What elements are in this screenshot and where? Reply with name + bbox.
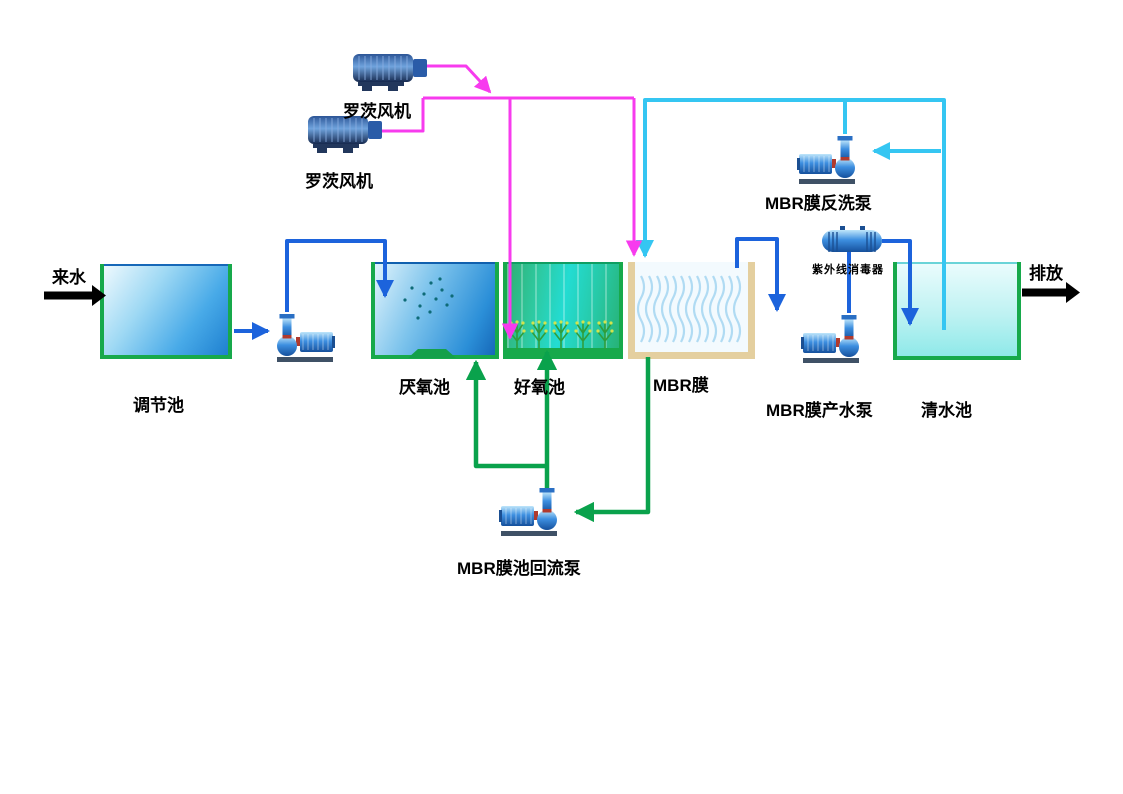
lift-pump xyxy=(277,314,335,362)
label-recirc-pump: MBR膜池回流泵 xyxy=(457,559,581,578)
mbr-membrane-module xyxy=(636,274,742,344)
pipes-recirculation xyxy=(465,349,651,523)
pipe-uv-to-clear-tank xyxy=(882,239,919,326)
label-discharge: 排放 xyxy=(1029,264,1063,283)
label-incoming: 来水 xyxy=(52,268,86,287)
label-roots-blower-2: 罗茨风机 xyxy=(305,172,373,191)
anaerobic-tank-water xyxy=(375,262,495,355)
aerobic-tank xyxy=(503,262,623,359)
pipe-blower2-to-header xyxy=(382,98,425,133)
label-aerobic-tank: 好氧池 xyxy=(514,378,565,397)
anaerobic-hopper xyxy=(408,349,456,358)
label-product-pump: MBR膜产水泵 xyxy=(766,401,873,420)
mbr-backwash-pump xyxy=(797,136,855,184)
pipe-recirc-to-anaerobic xyxy=(465,359,547,469)
discharge-arrow xyxy=(1022,282,1080,303)
pipe-clear-tank-to-mbr-backwash xyxy=(636,98,946,330)
pipes-air xyxy=(382,64,643,340)
label-anaerobic-tank: 厌氧池 xyxy=(399,378,450,397)
aerobic-tank-water xyxy=(507,262,619,355)
label-uv-disinfector: 紫外线消毒器 xyxy=(812,264,884,276)
clear-water-tank-water xyxy=(897,262,1017,356)
regulating-tank xyxy=(100,264,232,359)
pipe-lift-pump-to-anaerobic xyxy=(285,239,394,312)
anaerobic-bubbles xyxy=(403,277,454,320)
pipes-backwash xyxy=(636,98,946,330)
label-backwash-pump: MBR膜反洗泵 xyxy=(765,194,872,213)
pipes-process-water xyxy=(234,237,919,340)
aerobic-diffusers xyxy=(504,319,622,355)
label-regulating-tank: 调节池 xyxy=(133,396,184,415)
regulating-tank-water xyxy=(104,264,228,355)
pipe-mbr-to-product-pump xyxy=(735,237,786,312)
clear-water-tank xyxy=(893,262,1021,360)
uv-disinfector xyxy=(822,226,882,252)
mbr-product-pump xyxy=(801,315,859,363)
pipe-mbr-drain-to-recirc-pump xyxy=(573,357,651,523)
label-roots-blower-1: 罗茨风机 xyxy=(343,102,411,121)
anaerobic-tank xyxy=(371,262,499,359)
label-mbr-membrane: MBR膜 xyxy=(653,376,709,395)
roots-blower-1 xyxy=(353,54,427,91)
mbr-recirc-pump xyxy=(499,488,557,536)
pipe-blower1-to-header xyxy=(427,64,492,94)
label-clear-tank: 清水池 xyxy=(921,401,972,420)
incoming-arrow xyxy=(44,285,106,306)
